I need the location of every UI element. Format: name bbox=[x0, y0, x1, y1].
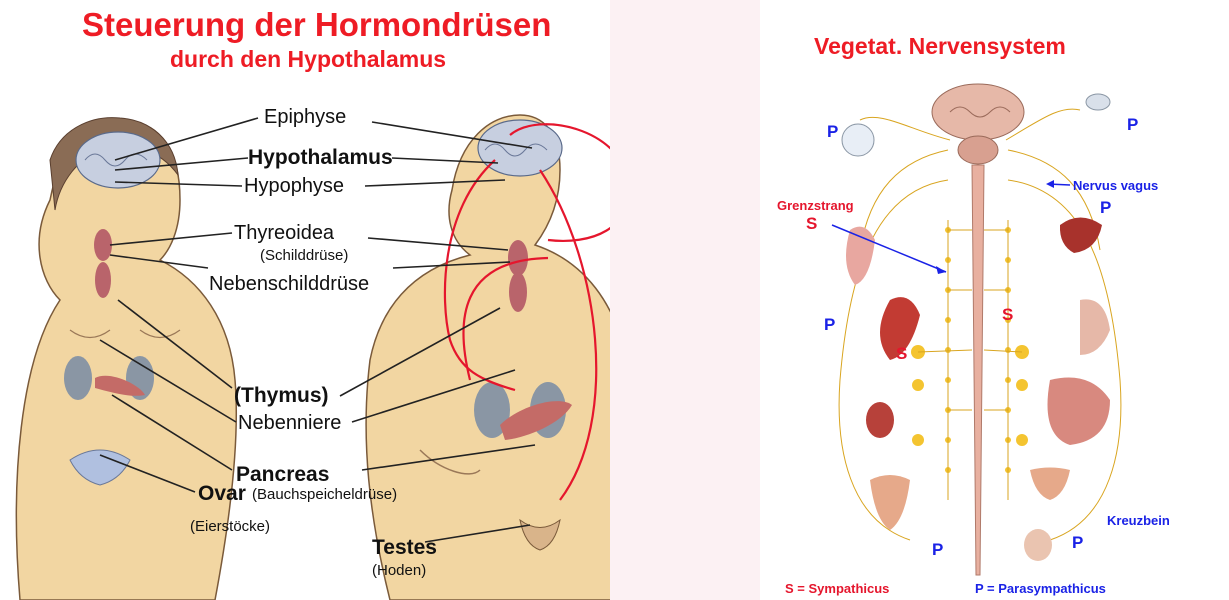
eye-right bbox=[1086, 94, 1110, 110]
label-thyreoidea: Thyreoidea bbox=[234, 222, 334, 245]
spinal-cord bbox=[972, 165, 984, 575]
label-hypophyse: Hypophyse bbox=[244, 175, 344, 198]
label-nebenschilddruese: Nebenschilddrüse bbox=[209, 273, 369, 296]
marker-p: P bbox=[1072, 533, 1083, 553]
marker-p: P bbox=[1100, 198, 1111, 218]
right-title: Vegetat. Nervensystem bbox=[814, 33, 1066, 60]
marker-p: P bbox=[824, 315, 835, 335]
testis bbox=[1024, 529, 1052, 561]
hormone-glands-diagram: Steuerung der Hormondrüsen durch den Hyp… bbox=[0, 0, 610, 600]
male-figure bbox=[366, 115, 610, 600]
uterus bbox=[1030, 468, 1070, 501]
legend-sympathicus: S = Sympathicus bbox=[785, 581, 889, 596]
liver bbox=[1060, 218, 1102, 254]
legend-parasympathicus: P = Parasympathicus bbox=[975, 581, 1106, 596]
label-grenzstrang: Grenzstrang bbox=[777, 198, 854, 213]
label-ovar: Ovar bbox=[198, 482, 246, 506]
label-eierstoecke: (Eierstöcke) bbox=[190, 518, 270, 535]
marker-s: S bbox=[1002, 305, 1013, 325]
label-hypothalamus: Hypothalamus bbox=[248, 146, 393, 170]
label-testes: Testes bbox=[372, 536, 437, 560]
label-kreuzbein: Kreuzbein bbox=[1107, 513, 1170, 528]
vagus-arrowhead bbox=[1046, 180, 1054, 188]
page-title: Steuerung der Hormondrüsen bbox=[82, 6, 551, 44]
marker-s: S bbox=[806, 214, 817, 234]
marker-p: P bbox=[932, 540, 943, 560]
lung bbox=[846, 227, 875, 285]
label-hoden: (Hoden) bbox=[372, 562, 426, 579]
nervous-system-illustration bbox=[760, 0, 1229, 600]
intestines bbox=[1048, 378, 1111, 446]
label-nebenniere: Nebenniere bbox=[238, 412, 341, 435]
marker-s: S bbox=[896, 344, 907, 364]
label-bauchspeicheldruese: (Bauchspeicheldrüse) bbox=[252, 486, 397, 503]
page-subtitle: durch den Hypothalamus bbox=[170, 46, 446, 73]
anatomy-illustration bbox=[0, 0, 610, 600]
label-schilddruese: (Schilddrüse) bbox=[260, 247, 348, 264]
kidney bbox=[866, 402, 894, 438]
bladder bbox=[870, 475, 910, 530]
label-epiphyse: Epiphyse bbox=[264, 106, 346, 129]
marker-p: P bbox=[827, 122, 838, 142]
eye-left bbox=[842, 124, 874, 156]
stomach bbox=[1080, 299, 1110, 355]
label-nervus-vagus: Nervus vagus bbox=[1073, 178, 1158, 193]
label-pancreas: Pancreas bbox=[236, 463, 329, 487]
marker-p: P bbox=[1127, 115, 1138, 135]
label-thymus: (Thymus) bbox=[234, 384, 329, 408]
grenzstrang-arrowhead bbox=[936, 266, 946, 274]
brain bbox=[932, 84, 1024, 164]
nervous-system-diagram: Vegetat. Nervensystem P P P P P P S S S … bbox=[760, 0, 1229, 600]
